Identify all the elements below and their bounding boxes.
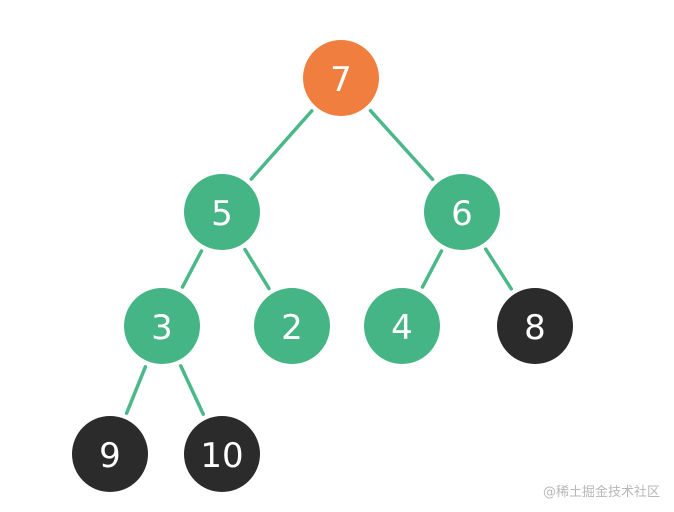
- tree-node-4: 4: [364, 288, 440, 364]
- node-label-2: 2: [281, 308, 303, 348]
- edge-n5-n3: [180, 249, 204, 289]
- edge-n5-n2: [243, 247, 271, 291]
- tree-nodes: 7 5 6 3 2 4 8 9 10: [72, 40, 573, 492]
- tree-node-10: 10: [184, 416, 260, 492]
- edge-n7-n5: [249, 109, 314, 181]
- edge-n7-n6: [368, 108, 435, 182]
- edge-n3-n10: [178, 364, 206, 416]
- node-label-8: 8: [524, 308, 546, 348]
- node-label-10: 10: [200, 436, 243, 476]
- node-circle-4: [364, 288, 440, 364]
- watermark-text: @稀土掘金技术社区: [542, 485, 660, 500]
- node-label-5: 5: [211, 194, 233, 234]
- node-circle-5: [184, 174, 260, 250]
- node-circle-3: [124, 288, 200, 364]
- node-circle-2: [254, 288, 330, 364]
- node-label-9: 9: [99, 436, 121, 476]
- tree-node-7: 7: [303, 40, 379, 116]
- node-label-6: 6: [451, 194, 473, 234]
- node-label-3: 3: [151, 308, 173, 348]
- node-label-7: 7: [330, 60, 352, 100]
- tree-edges: [124, 108, 514, 416]
- tree-node-8: 8: [497, 288, 573, 364]
- node-circle-6: [424, 174, 500, 250]
- tree-node-6: 6: [424, 174, 500, 250]
- node-circle-7: [303, 40, 379, 116]
- tree-node-9: 9: [72, 416, 148, 492]
- edge-n6-n4: [420, 249, 444, 289]
- node-circle-8: [497, 288, 573, 364]
- tree-node-3: 3: [124, 288, 200, 364]
- node-label-4: 4: [391, 308, 413, 348]
- tree-node-5: 5: [184, 174, 260, 250]
- edge-n3-n9: [124, 365, 148, 415]
- edge-n6-n8: [483, 247, 514, 291]
- tree-node-2: 2: [254, 288, 330, 364]
- node-circle-9: [72, 416, 148, 492]
- node-circle-10: [184, 416, 260, 492]
